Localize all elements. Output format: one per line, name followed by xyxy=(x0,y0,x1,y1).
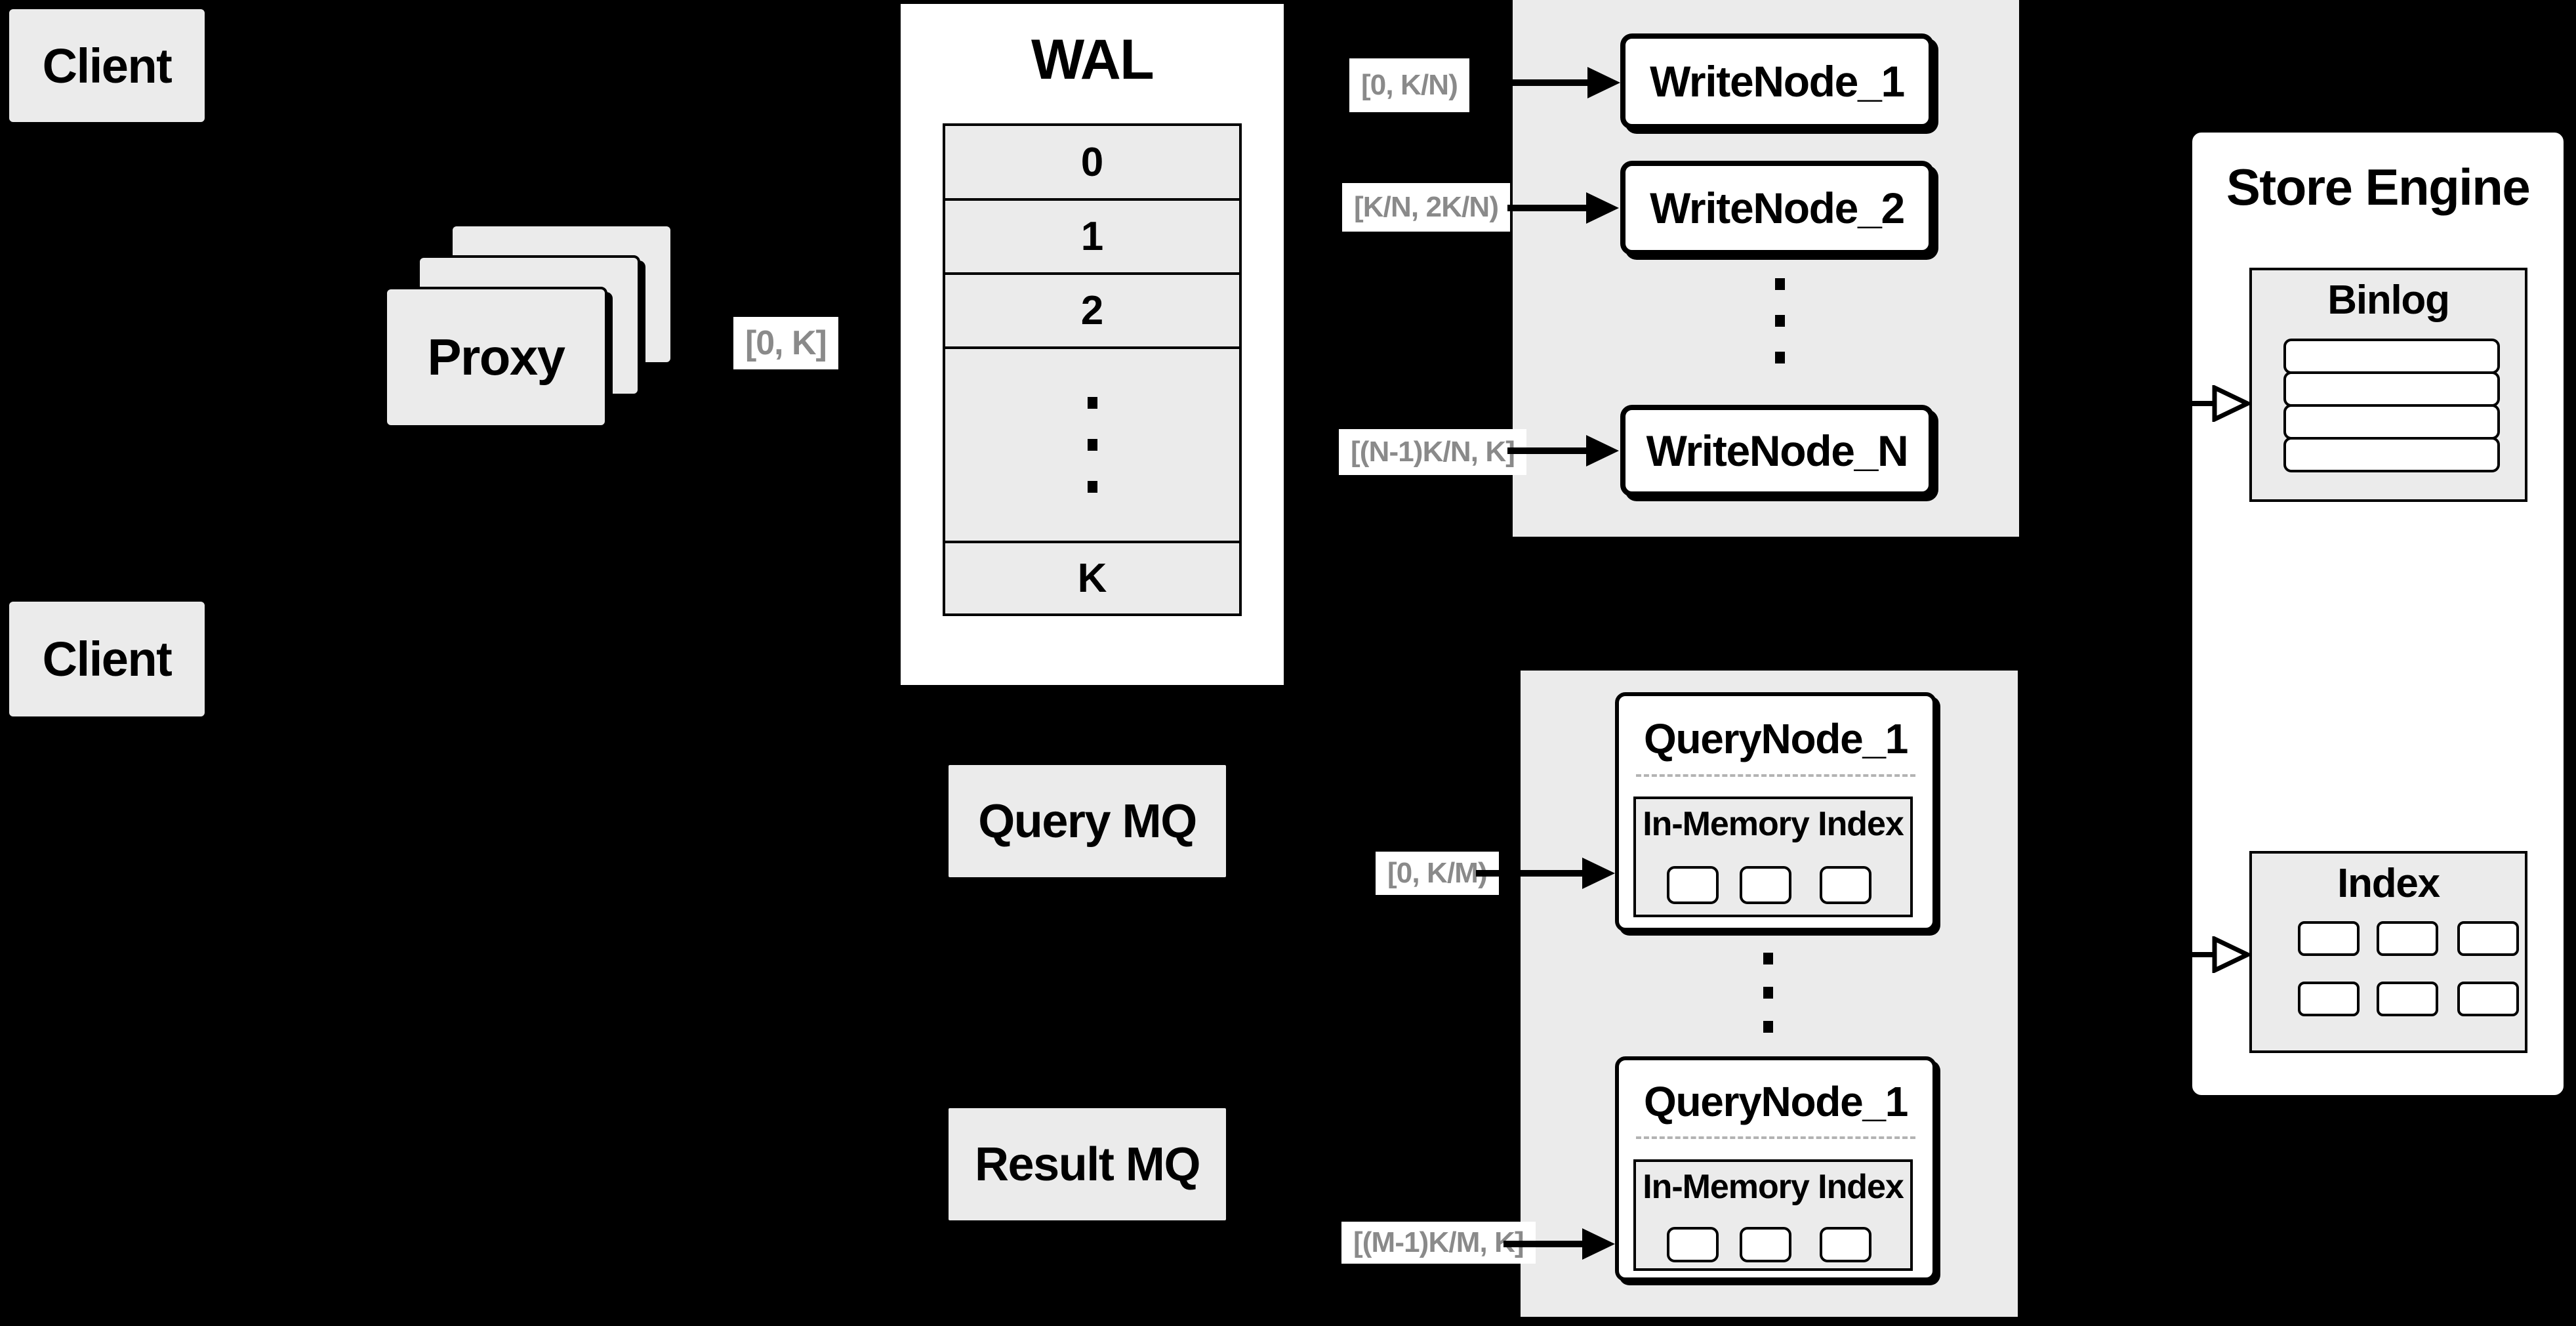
index-box: Index xyxy=(2249,851,2527,1053)
client-box-bottom: Client xyxy=(7,599,207,719)
arrowhead-to-querynode-1 xyxy=(1582,858,1615,889)
query-mq-box: Query MQ xyxy=(946,762,1229,880)
range-label-write-1: [0, K/N) xyxy=(1349,58,1469,112)
wal-row-ellipsis xyxy=(943,346,1242,543)
ellipsis-dot xyxy=(1087,439,1097,451)
index-segment-cell xyxy=(1740,866,1791,904)
range-label-0-k: [0, K] xyxy=(733,317,838,369)
arrow-to-writenode-2 xyxy=(1507,205,1589,211)
querynode-1-box: QueryNode_1 In-Memory Index xyxy=(1615,692,1936,932)
arrowhead-to-querynode-2 xyxy=(1582,1228,1615,1260)
writenode-2-box: WriteNode_2 xyxy=(1620,161,1934,255)
range-label-write-2: [K/N, 2K/N) xyxy=(1342,183,1511,232)
binlog-box: Binlog xyxy=(2249,268,2527,502)
in-memory-index-title-2: In-Memory Index xyxy=(1643,1168,1904,1206)
arrow-to-querynode-2 xyxy=(1503,1241,1584,1247)
client-box-top: Client xyxy=(7,7,207,125)
index-cell xyxy=(2298,921,2360,956)
writenode-n-box: WriteNode_N xyxy=(1620,405,1934,497)
binlog-row xyxy=(2283,371,2500,407)
wal-row-1: 1 xyxy=(943,198,1242,275)
arrowhead-to-writenode-1 xyxy=(1587,67,1620,98)
index-segment-cell xyxy=(1740,1227,1791,1262)
ellipsis-dot xyxy=(1763,987,1773,999)
querynode-1-divider xyxy=(1636,774,1915,777)
index-cell xyxy=(2457,921,2519,956)
arrow-to-writenode-n xyxy=(1507,447,1589,454)
ellipsis-dot xyxy=(1775,352,1785,363)
querynode-2-box: QueryNode_1 In-Memory Index xyxy=(1615,1056,1936,1281)
arrow-to-binlog xyxy=(2190,401,2218,406)
result-mq-box: Result MQ xyxy=(946,1106,1229,1223)
querynode-2-title: QueryNode_1 xyxy=(1643,1078,1908,1125)
index-cell xyxy=(2457,982,2519,1016)
open-arrowhead-binlog xyxy=(2212,385,2250,422)
binlog-row xyxy=(2283,404,2500,440)
proxy-label: Proxy xyxy=(427,328,566,386)
index-segment-cell xyxy=(1820,1227,1871,1262)
result-mq-label: Result MQ xyxy=(974,1138,1201,1191)
arrow-to-index xyxy=(2190,952,2218,957)
index-cell xyxy=(2298,982,2360,1016)
client-bottom-label: Client xyxy=(42,632,173,686)
wal-row-2: 2 xyxy=(943,272,1242,349)
querynode-2-divider xyxy=(1636,1136,1915,1139)
arrowhead-to-writenode-n xyxy=(1586,435,1619,466)
index-cell xyxy=(2377,982,2438,1016)
query-mq-label: Query MQ xyxy=(978,795,1197,848)
proxy-box-front: Proxy xyxy=(384,287,607,428)
store-engine-title: Store Engine xyxy=(2226,158,2531,216)
writenode-1-box: WriteNode_1 xyxy=(1620,33,1934,129)
ellipsis-dot xyxy=(1775,315,1785,327)
index-segment-cell xyxy=(1667,866,1719,904)
index-segment-cell xyxy=(1667,1227,1719,1262)
wal-row-0: 0 xyxy=(943,123,1242,201)
in-memory-index-title-1: In-Memory Index xyxy=(1643,805,1904,843)
ellipsis-dot xyxy=(1087,397,1097,409)
client-top-label: Client xyxy=(42,38,173,93)
open-arrowhead-index xyxy=(2212,936,2250,973)
wal-row-k: K xyxy=(943,541,1242,616)
binlog-row xyxy=(2283,437,2500,472)
index-title: Index xyxy=(2337,861,2440,906)
binlog-row xyxy=(2283,339,2500,374)
arrow-to-querynode-1 xyxy=(1476,870,1584,877)
index-cell xyxy=(2377,921,2438,956)
range-label-query-m: [(M-1)K/M, K] xyxy=(1341,1222,1536,1264)
arrowhead-to-writenode-2 xyxy=(1586,192,1619,224)
index-segment-cell xyxy=(1820,866,1871,904)
in-memory-index-box-1: In-Memory Index xyxy=(1633,797,1913,917)
ellipsis-dot xyxy=(1775,278,1785,290)
wal-title: WAL xyxy=(1031,28,1155,91)
binlog-title: Binlog xyxy=(2327,278,2450,323)
arrow-to-writenode-1 xyxy=(1475,79,1590,86)
ellipsis-dot xyxy=(1087,481,1097,493)
in-memory-index-box-2: In-Memory Index xyxy=(1633,1159,1913,1271)
ellipsis-dot xyxy=(1763,1021,1773,1033)
wal-table: 0 1 2 K xyxy=(943,123,1242,616)
ellipsis-dot xyxy=(1763,953,1773,964)
range-label-write-n: [(N-1)K/N, K] xyxy=(1339,429,1527,475)
querynode-1-title: QueryNode_1 xyxy=(1643,715,1908,762)
